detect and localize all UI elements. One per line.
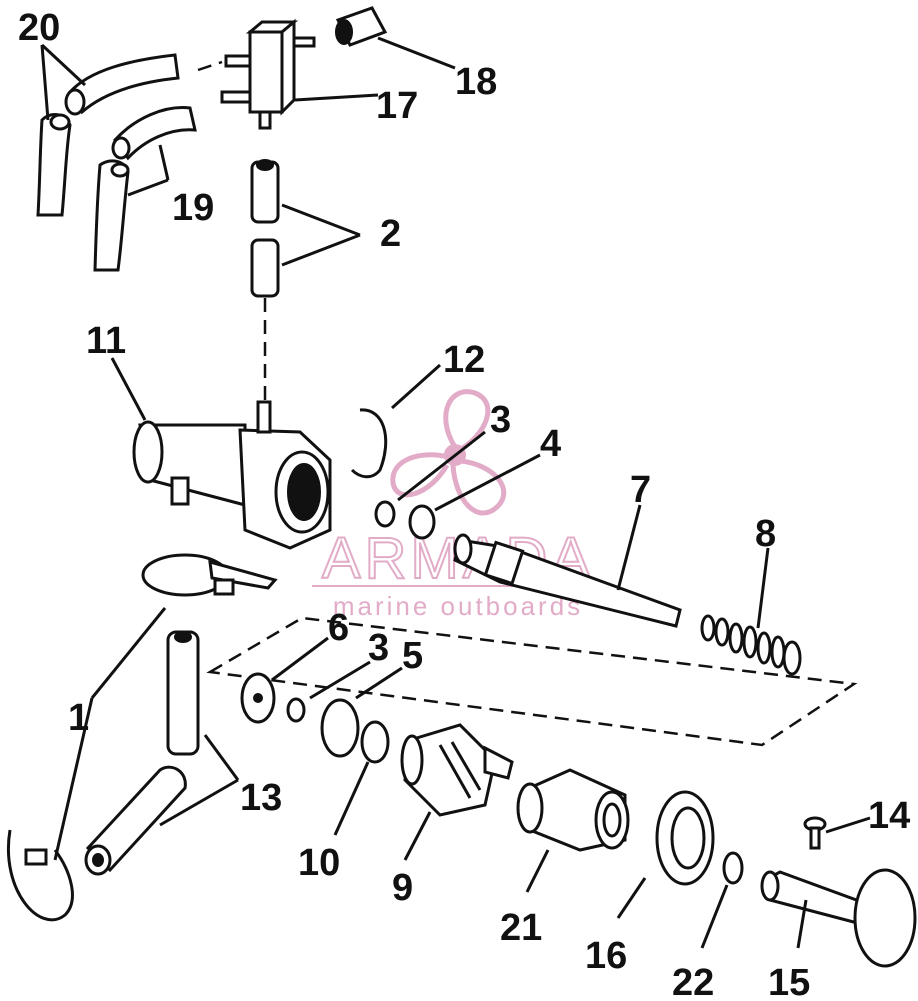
leader-lines [40,36,871,949]
part-20-hoses [36,53,180,217]
callout-9: 9 [392,867,413,909]
part-15-knob [760,868,917,968]
part-10-oring [360,720,390,764]
callout-20: 20 [18,7,60,49]
callout-12: 12 [443,339,485,381]
callout-10: 10 [298,842,340,884]
part-2-hoses [250,159,280,400]
callout-14: 14 [868,795,910,837]
callout-18: 18 [455,61,497,103]
callout-3-upper: 3 [490,399,511,441]
callout-8: 8 [755,513,776,555]
part-13-hoses [84,630,200,876]
callout-labels: 20 18 17 19 2 11 12 3 4 7 8 6 3 5 1 13 1… [18,7,910,1001]
callout-17: 17 [376,85,418,127]
part-3-oring-upper [374,500,396,528]
callout-2: 2 [380,213,401,255]
callout-7: 7 [630,469,651,511]
part-1-clamp-upper [141,553,278,597]
part-21-nut [516,768,630,852]
part-17-fitting [197,18,316,130]
callout-4: 4 [540,423,561,465]
part-16-retainer [655,790,715,886]
watermark-tagline: marine outboards [333,591,583,621]
callout-15: 15 [768,962,810,1001]
part-14-screw [803,816,827,850]
part-18-sleeve [335,6,388,47]
callout-5: 5 [402,635,423,677]
part-3-oring-lower [286,697,306,723]
part-22-oring [722,851,744,885]
callout-16: 16 [585,935,627,977]
callout-3-lower: 3 [368,627,389,669]
part-4-oring-upper [408,504,436,540]
callout-22: 22 [672,962,714,1001]
callout-19: 19 [172,187,214,229]
part-12-clip [350,408,388,479]
callout-6: 6 [328,607,349,649]
callout-11: 11 [86,320,126,362]
assembly-dash-outline [206,616,858,747]
part-5-gasket [320,698,360,758]
part-19-hoses [93,106,197,272]
callout-21: 21 [500,907,542,949]
part-8-spring [700,614,802,676]
callout-1: 1 [68,697,89,739]
part-1-clamp-lower [7,829,74,922]
part-11-body [132,400,332,550]
callout-13: 13 [240,777,282,819]
part-9-valve [400,723,514,817]
propeller-logo-icon [390,389,507,516]
part-7-shaft [453,533,682,628]
